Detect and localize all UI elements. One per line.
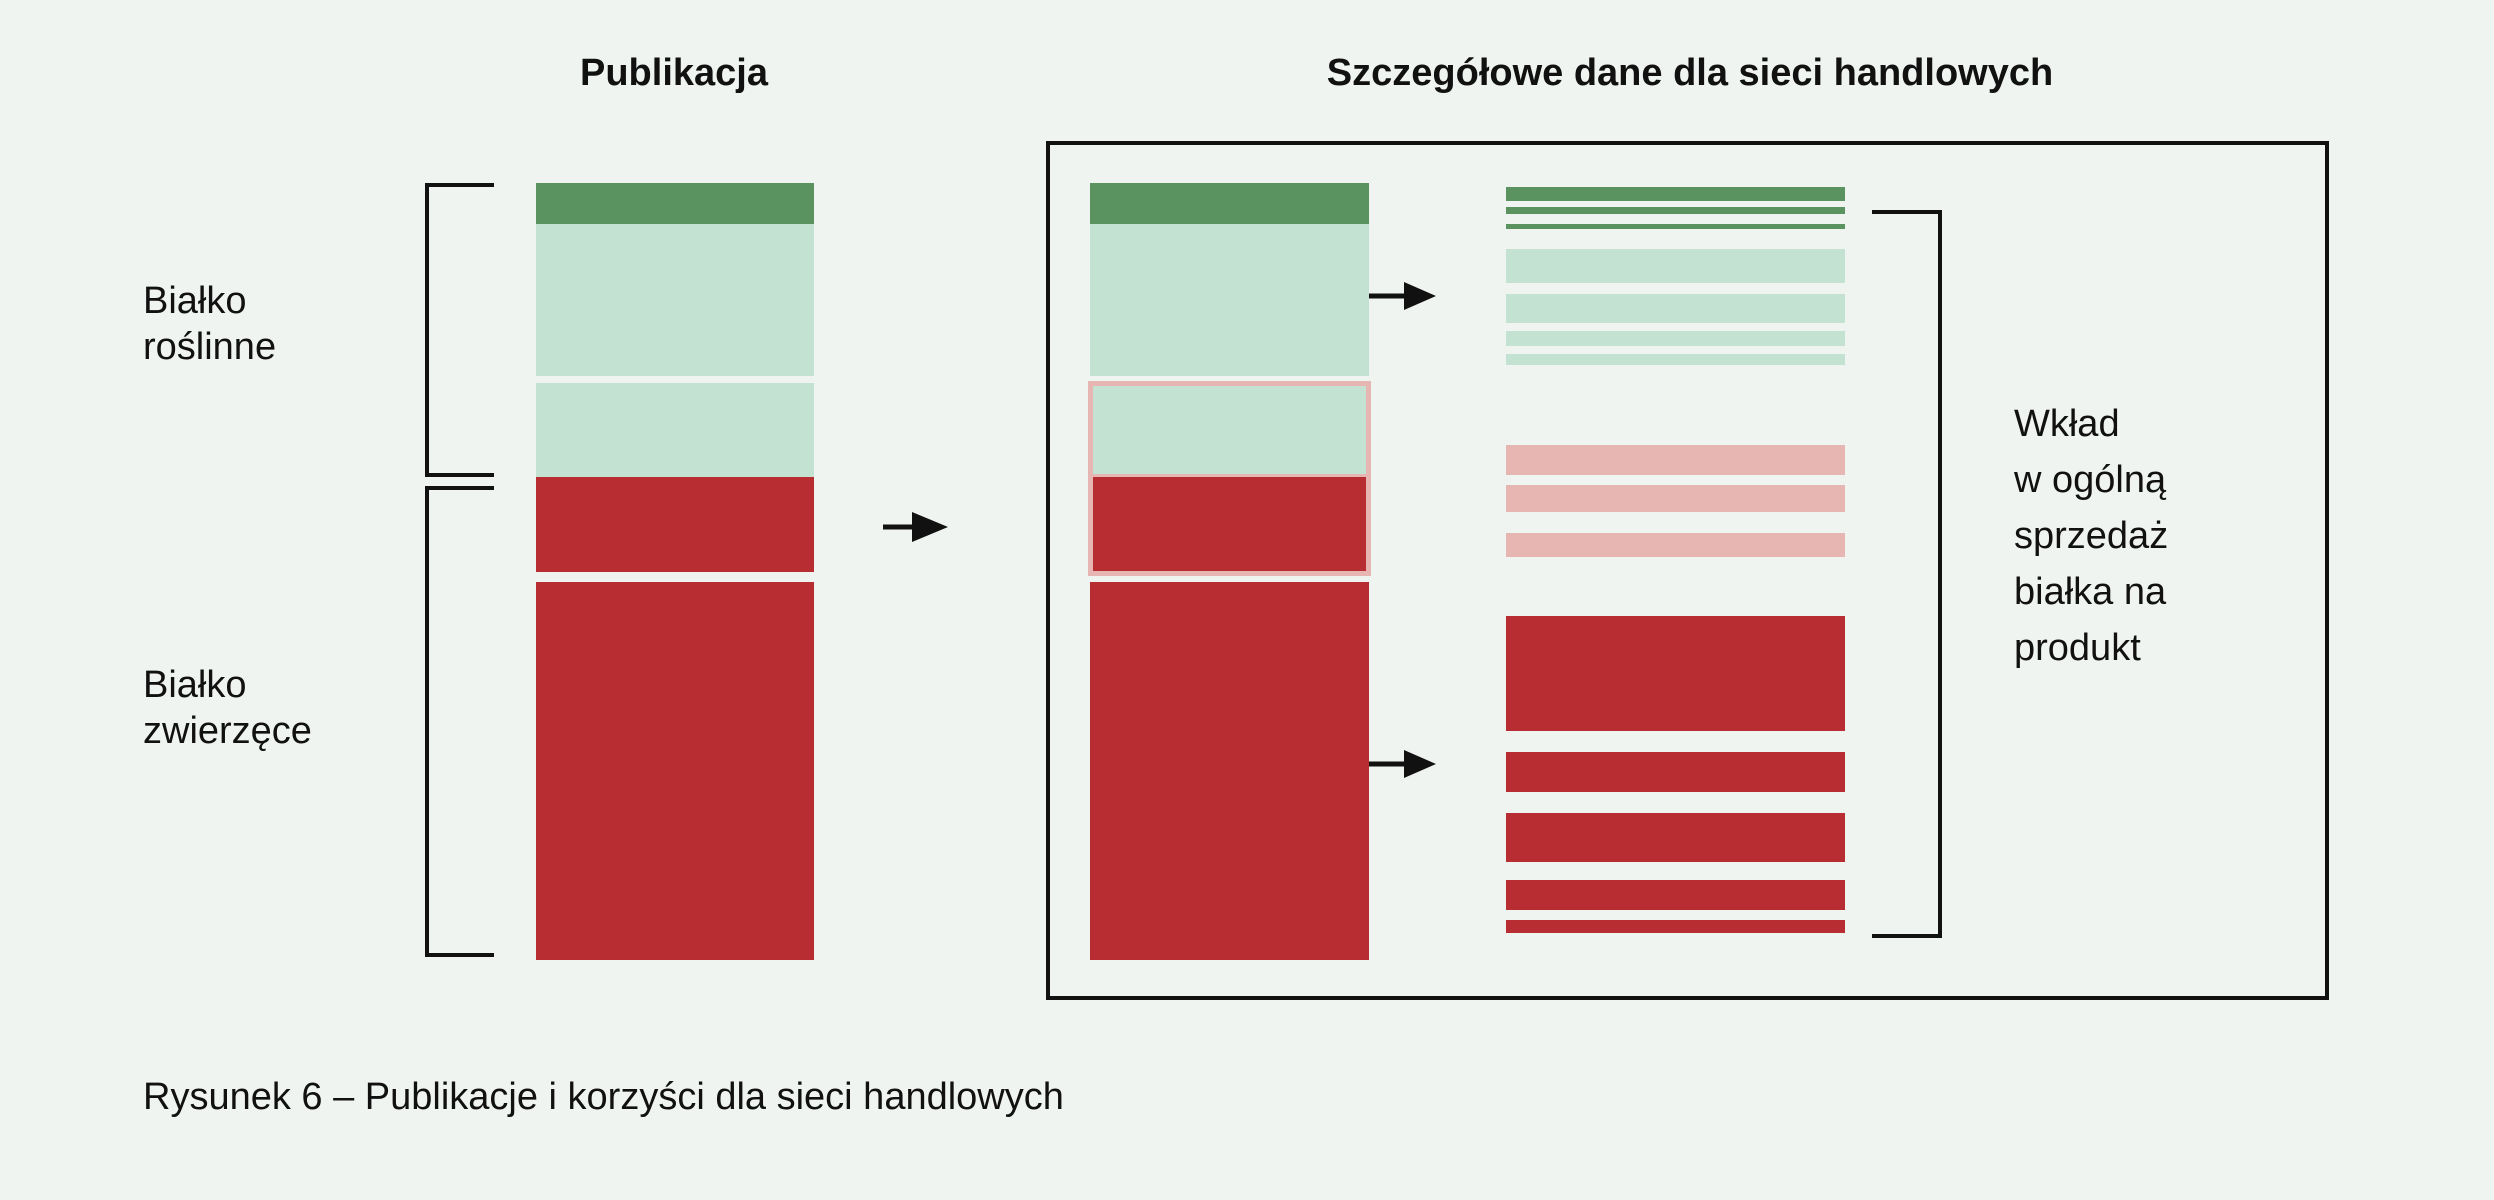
- plant-protein-label: Białko roślinne: [143, 280, 277, 368]
- product-stripe: [1506, 354, 1845, 365]
- product-stripe: [1506, 813, 1845, 862]
- bar-segment: [536, 183, 814, 224]
- contribution-label: Wkład w ogólną sprzedaż białka na produk…: [2014, 403, 2169, 669]
- product-stripe: [1506, 533, 1845, 557]
- product-stripe: [1506, 616, 1845, 731]
- product-stripe: [1506, 752, 1845, 792]
- bar-segment: [536, 477, 814, 572]
- figure-caption: Rysunek 6 – Publikacje i korzyści dla si…: [143, 1076, 1064, 1118]
- product-stripe: [1506, 331, 1845, 346]
- product-stripe: [1506, 880, 1845, 910]
- product-stripe: [1506, 224, 1845, 229]
- bar-segment: [1090, 224, 1369, 376]
- bar-segment: [1090, 582, 1369, 960]
- animal-protein-label: Białko zwierzęce: [143, 664, 312, 752]
- bar-segment: [536, 224, 814, 376]
- product-stripe: [1506, 249, 1845, 283]
- retail-detail-title: Szczegółowe dane dla sieci handlowych: [1326, 52, 2054, 94]
- product-stripe: [1506, 920, 1845, 933]
- retail-detail-frame: [1046, 141, 2329, 1000]
- bar-segment: [1090, 183, 1369, 224]
- plant-bracket: [425, 183, 494, 477]
- contribution-bracket: [1872, 210, 1942, 938]
- product-stripe: [1506, 207, 1845, 214]
- product-stripe: [1506, 485, 1845, 512]
- bar-segment: [1093, 386, 1366, 477]
- product-stripe: [1506, 187, 1845, 201]
- highlight-box: [1088, 381, 1371, 576]
- product-stripe: [1506, 445, 1845, 475]
- animal-bracket: [425, 486, 494, 957]
- bar-segment: [536, 582, 814, 960]
- product-stripe: [1506, 294, 1845, 323]
- bar-segment: [1093, 477, 1366, 573]
- bar-segment: [536, 383, 814, 477]
- highlight-divider: [1088, 474, 1371, 480]
- publication-title: Publikacja: [580, 52, 768, 94]
